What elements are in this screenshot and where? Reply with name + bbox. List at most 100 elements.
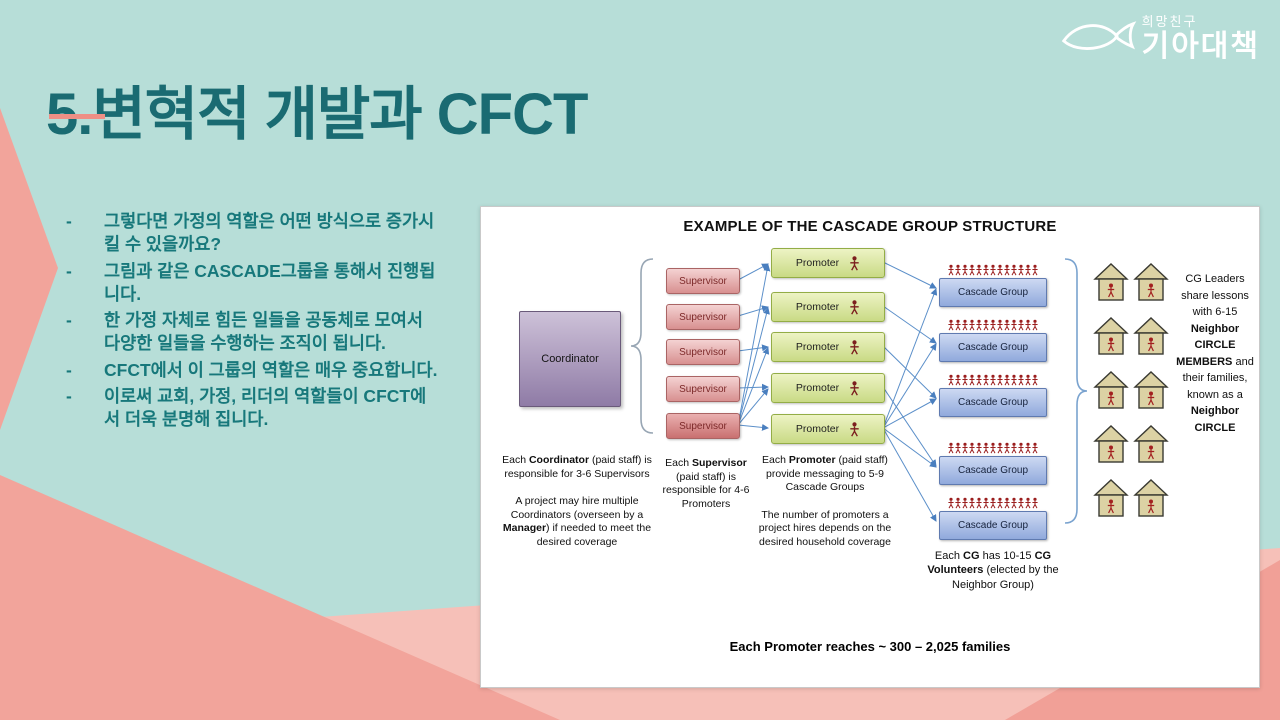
slide-title: 5.변혁적 개발과 CFCT [46,67,588,151]
fish-logo-icon [1061,21,1136,50]
cascade-group: Cascade Group [939,497,1047,540]
supervisor-box: Supervisor [666,339,740,365]
volunteer-person-icon [962,264,968,276]
volunteer-person-icon [1011,374,1017,386]
volunteer-person-icon [1004,442,1010,454]
promoter-label: Promoter [795,382,840,394]
volunteer-person-icon [1004,264,1010,276]
cascade-group: Cascade Group [939,374,1047,417]
bullet-item: CFCT에서 이 그룹의 역할은 매우 중요합니다. [64,359,440,383]
volunteer-person-icon [1018,264,1024,276]
volunteer-person-icon [1011,497,1017,509]
connector-lines [630,258,1088,524]
volunteer-person-icon [997,374,1003,386]
cascade-group-box: Cascade Group [939,456,1047,485]
promoter-caption: Each Promoter (paid staff) provide messa… [758,454,892,548]
volunteer-person-icon [1025,264,1031,276]
supervisor-box: Supervisor [666,304,740,330]
house-icon [1093,263,1129,301]
cascade-diagram-panel: EXAMPLE OF THE CASCADE GROUP STRUCTURE [480,206,1260,688]
volunteer-person-icon [955,442,961,454]
volunteer-person-icon [976,264,982,276]
volunteer-person-icon [997,264,1003,276]
house-icon [1133,371,1169,409]
volunteer-person-icon [1018,497,1024,509]
cascade-group-box: Cascade Group [939,388,1047,417]
bullet-item: 이로써 교회, 가정, 리더의 역할들이 CFCT에서 더욱 분명해 집니다. [64,385,440,432]
volunteer-person-icon [976,497,982,509]
logo-text: 희망친구 기아대책 [1142,15,1260,63]
promoter-person-icon [850,339,859,355]
volunteer-person-icon [1018,442,1024,454]
neighbor-brace [1064,258,1088,524]
supervisor-box: Supervisor [666,413,740,439]
volunteer-person-icon [976,374,982,386]
volunteer-person-icon [990,374,996,386]
coordinator-brace [630,258,654,434]
supervisor-box: Supervisor [666,376,740,402]
cascade-group-box: Cascade Group [939,511,1047,540]
volunteer-person-icon [1011,264,1017,276]
house-icon [1093,371,1129,409]
volunteer-person-icon [955,497,961,509]
promoter-person-icon [850,421,859,437]
volunteer-person-icon [990,264,996,276]
volunteer-person-icon [976,442,982,454]
volunteer-person-icon [948,264,954,276]
volunteer-person-icon [997,442,1003,454]
volunteer-person-icon [969,264,975,276]
promoter-box: Promoter [771,414,885,444]
cascade-group: Cascade Group [939,442,1047,485]
volunteer-person-icon [955,264,961,276]
promoter-box: Promoter [771,373,885,403]
house-icon [1093,425,1129,463]
house-icon [1093,317,1129,355]
promoter-label: Promoter [795,301,840,313]
volunteer-person-icon [976,319,982,331]
coordinator-caption: Each Coordinator (paid staff) is respons… [502,454,652,548]
volunteer-person-icon [1004,319,1010,331]
volunteer-person-icon [1032,319,1038,331]
bullet-item: 그렇다면 가정의 역할은 어떤 방식으로 증가시킬 수 있을까요? [64,210,440,257]
promoter-person-icon [850,255,859,271]
volunteer-person-icon [990,442,996,454]
volunteer-person-icon [962,442,968,454]
volunteer-person-icon [1032,264,1038,276]
promoter-box: Promoter [771,292,885,322]
volunteer-person-icon [1032,374,1038,386]
cascade-group: Cascade Group [939,319,1047,362]
supervisor-caption: Each Supervisor (paid staff) is responsi… [662,457,750,510]
cascade-group: Cascade Group [939,264,1047,307]
volunteer-person-icon [948,374,954,386]
promoter-box: Promoter [771,332,885,362]
neighbor-circle-caption: CG Leaders share lessons with 6-15 Neigh… [1176,273,1254,434]
promoter-person-icon [850,299,859,315]
volunteer-person-icon [1018,319,1024,331]
cascade-group-box: Cascade Group [939,278,1047,307]
volunteer-person-icon [990,319,996,331]
diagram-title: EXAMPLE OF THE CASCADE GROUP STRUCTURE [683,218,1057,235]
house-icon [1133,317,1169,355]
promoter-label: Promoter [795,423,840,435]
volunteer-person-icon [1032,442,1038,454]
house-icon [1093,479,1129,517]
volunteer-person-icon [997,497,1003,509]
volunteer-person-icon [1004,497,1010,509]
volunteer-person-icon [983,374,989,386]
title-underline [49,114,105,119]
volunteer-person-icon [969,319,975,331]
volunteer-person-icon [1011,319,1017,331]
volunteer-person-icon [969,497,975,509]
volunteer-person-icon [983,319,989,331]
volunteer-person-icon [990,497,996,509]
volunteer-person-icon [1025,374,1031,386]
volunteer-person-icon [1018,374,1024,386]
bullet-item: 그림과 같은 CASCADE그룹을 통해서 진행됩니다. [64,260,440,307]
supervisor-box: Supervisor [666,268,740,294]
volunteer-row [939,497,1047,510]
volunteer-person-icon [962,497,968,509]
volunteer-person-icon [983,442,989,454]
cascade-group-box: Cascade Group [939,333,1047,362]
neighbor-houses-grid [1093,262,1171,518]
